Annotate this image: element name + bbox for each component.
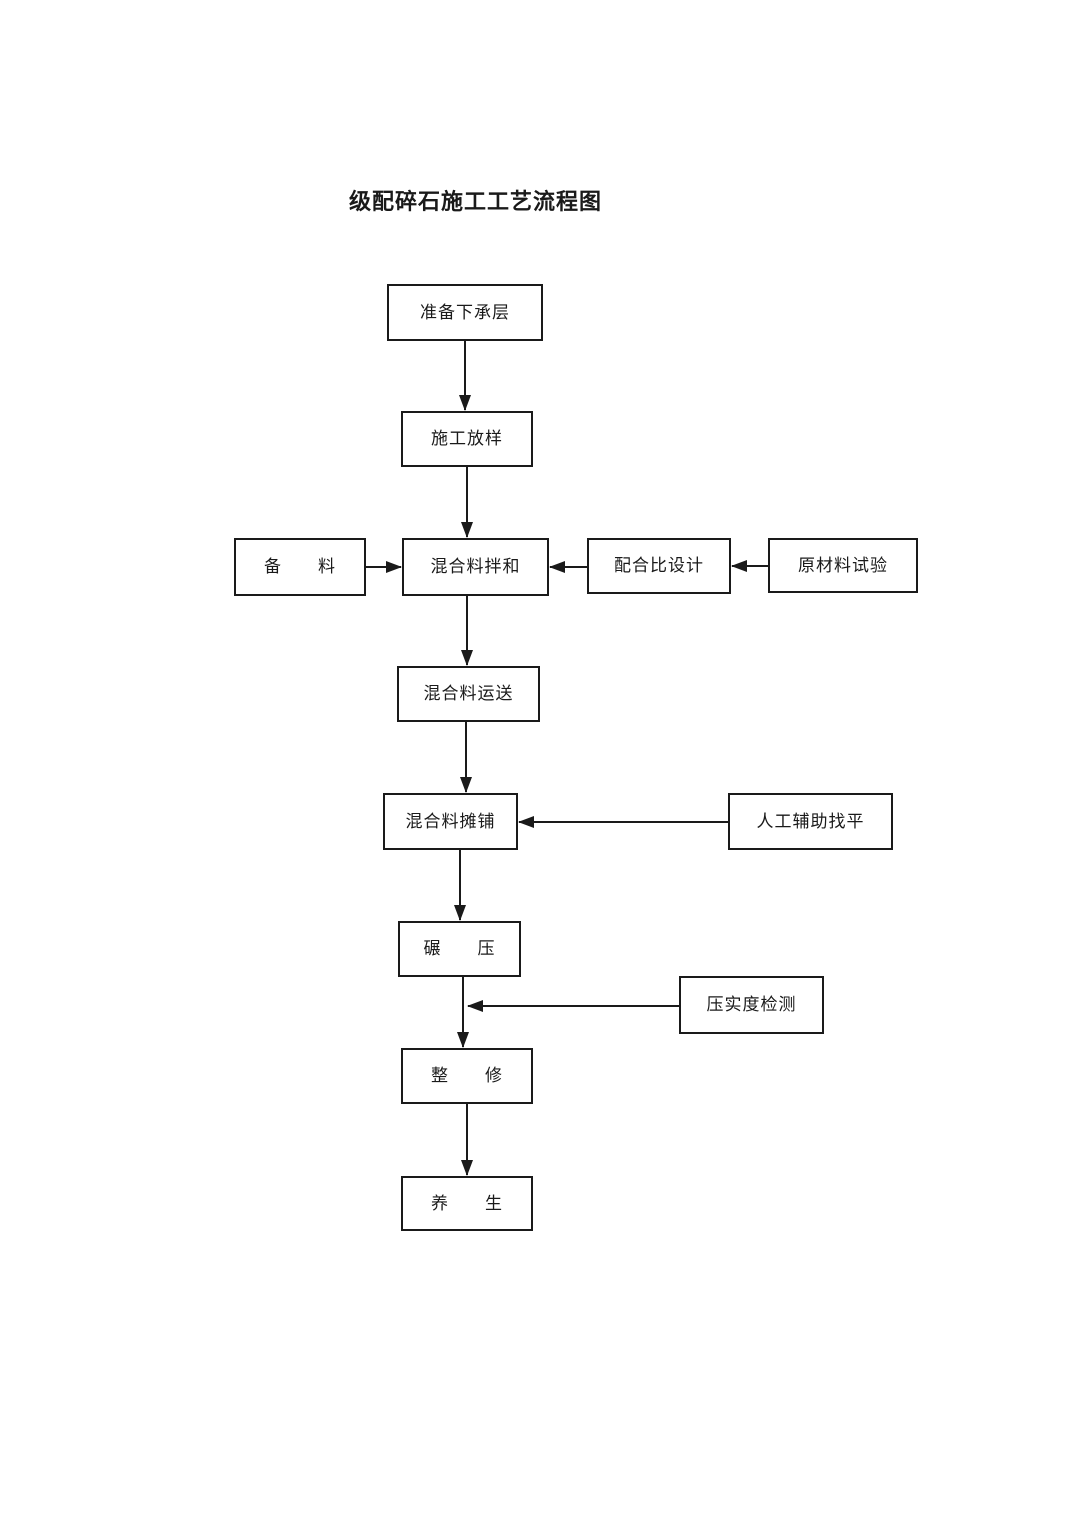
- node-curing: 养 生: [401, 1176, 533, 1231]
- node-label: 混合料摊铺: [405, 811, 496, 831]
- node-label: 压实度检测: [706, 995, 797, 1014]
- node-label: 施工放样: [431, 429, 503, 448]
- node-label: 人工辅助找平: [756, 811, 865, 831]
- node-mixture-mixing: 混合料拌和: [402, 538, 549, 596]
- node-material-preparation: 备 料: [234, 538, 366, 596]
- node-raw-material-test: 原材料试验: [768, 538, 918, 593]
- node-label: 混合料拌和: [430, 557, 521, 576]
- node-rolling: 碾 压: [398, 921, 521, 977]
- node-label: 混合料运送: [423, 684, 514, 703]
- node-manual-leveling: 人工辅助找平: [728, 793, 893, 850]
- page-title: 级配碎石施工工艺流程图: [349, 189, 603, 214]
- node-label: 配合比设计: [614, 556, 704, 575]
- node-label: 备 料: [264, 557, 336, 576]
- node-label: 养 生: [431, 1193, 503, 1213]
- node-label: 整 修: [431, 1066, 503, 1085]
- node-finishing: 整 修: [401, 1048, 533, 1104]
- node-label: 碾 压: [423, 939, 496, 958]
- node-compaction-test: 压实度检测: [679, 976, 824, 1034]
- node-mix-ratio-design: 配合比设计: [587, 538, 731, 594]
- node-prepare-subbase: 准备下承层: [387, 284, 543, 341]
- node-mixture-paving: 混合料摊铺: [383, 793, 518, 850]
- node-label: 原材料试验: [798, 555, 888, 575]
- node-construction-layout: 施工放样: [401, 411, 533, 467]
- node-mixture-transport: 混合料运送: [397, 666, 540, 722]
- node-label: 准备下承层: [420, 302, 510, 322]
